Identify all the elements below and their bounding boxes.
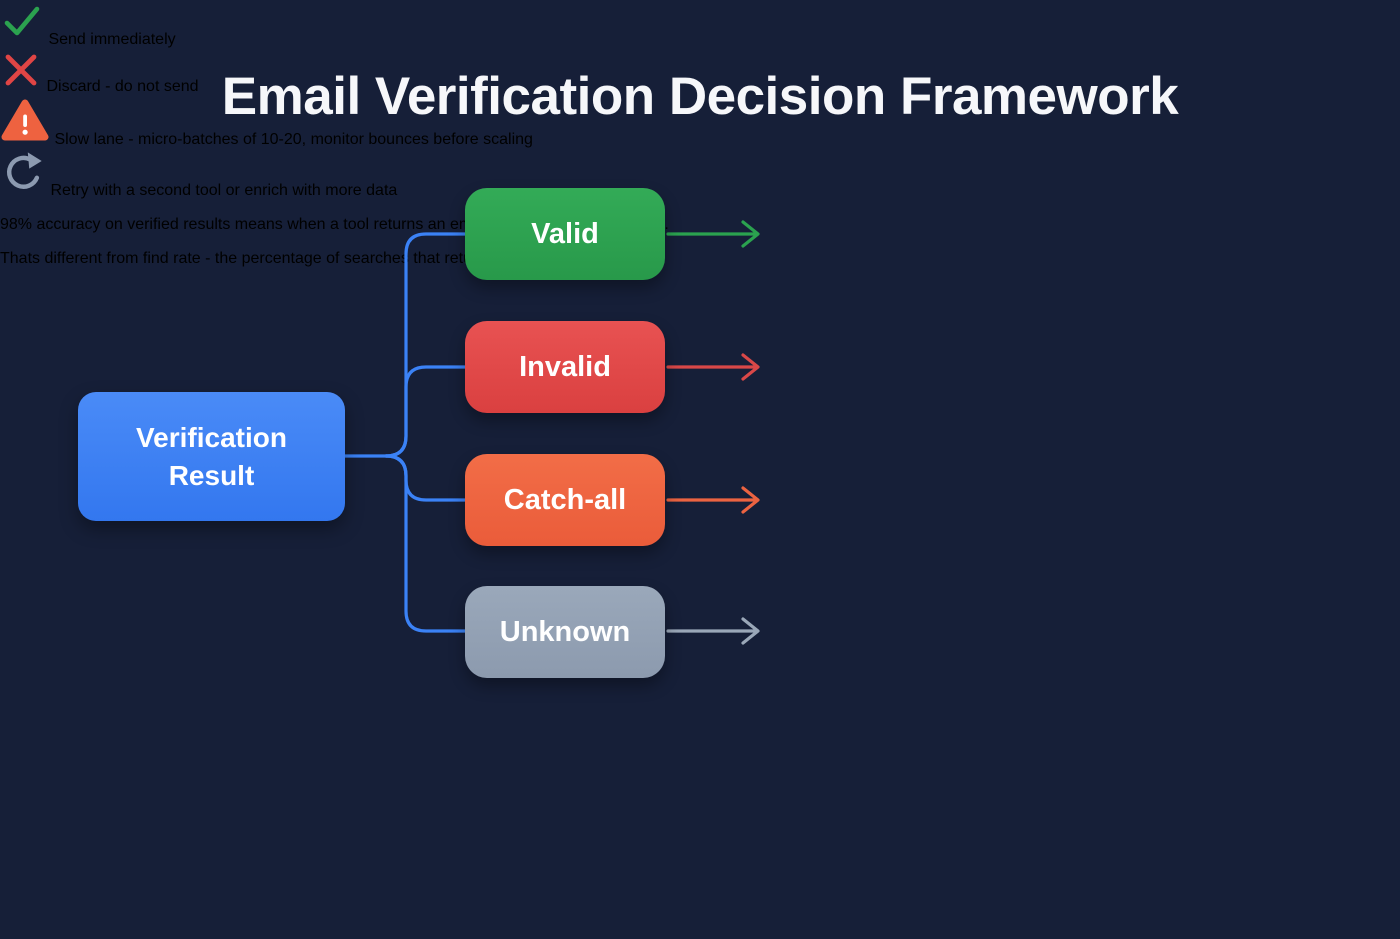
outcome-card-valid: Send immediately — [0, 0, 1400, 49]
branch-node-unknown: Unknown — [465, 586, 665, 678]
outcome-text-invalid: Discard - do not send — [46, 78, 199, 95]
page-title: Email Verification Decision Framework — [221, 67, 1179, 126]
x-icon — [0, 54, 46, 95]
verification-result-node: Verification Result — [78, 392, 345, 521]
outcome-card-catch-all: Slow lane - micro-batches of 10-20, moni… — [0, 96, 1400, 149]
footnote-highlight: 98% — [0, 216, 33, 233]
outcome-card-invalid: Discard - do not send — [0, 49, 1400, 96]
arrow-catch-all — [666, 486, 760, 514]
footnote-panel: 98% accuracy on verified results means w… — [0, 216, 1400, 268]
footnote-line-2: Thats different from find rate - the per… — [0, 250, 603, 267]
branch-node-valid: Valid — [465, 188, 665, 280]
outcome-text-valid: Send immediately — [48, 31, 176, 48]
check-icon — [0, 6, 48, 48]
footnote-line-1: 98% accuracy on verified results means w… — [0, 216, 1400, 234]
outcome-text-unknown: Retry with a second tool or enrich with … — [50, 182, 398, 199]
warning-icon — [0, 99, 54, 148]
branch-node-invalid: Invalid — [465, 321, 665, 413]
refresh-icon — [0, 152, 50, 199]
branch-node-catch-all: Catch-all — [465, 454, 665, 546]
arrow-unknown — [666, 617, 760, 645]
tree-connector — [343, 232, 467, 633]
outcome-card-unknown: Retry with a second tool or enrich with … — [0, 149, 1400, 200]
arrow-invalid — [666, 353, 760, 381]
outcome-text-catch-all: Slow lane - micro-batches of 10-20, moni… — [54, 131, 533, 148]
